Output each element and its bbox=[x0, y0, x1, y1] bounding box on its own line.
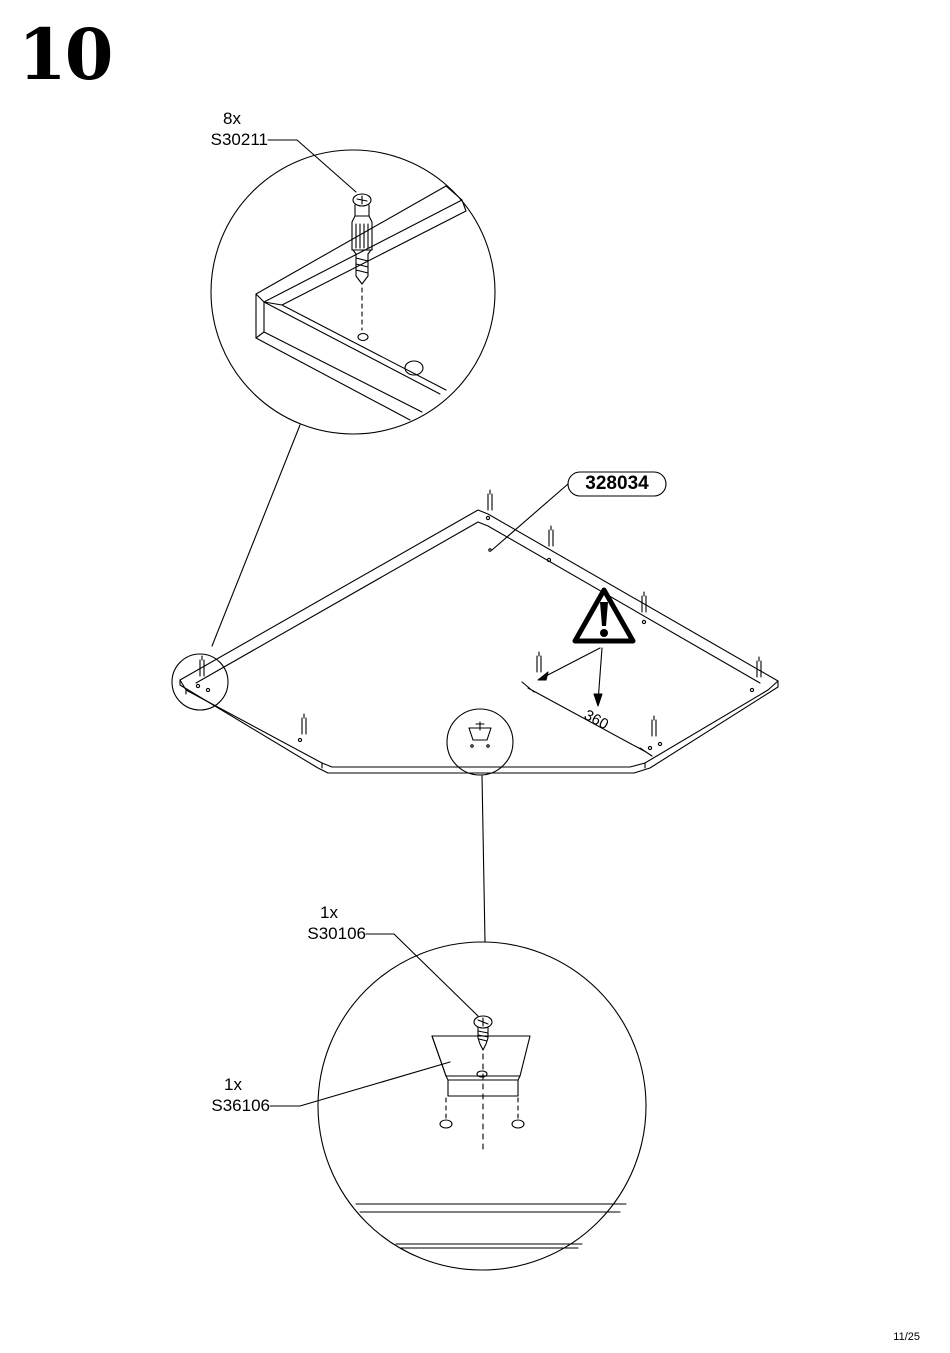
bottom-detail-circle bbox=[318, 942, 646, 1270]
bracket-callout: 1x S36106 bbox=[196, 1074, 270, 1116]
panel-holes bbox=[196, 516, 753, 749]
screw-icon bbox=[474, 1016, 492, 1050]
bracket-hole-left bbox=[440, 1120, 452, 1128]
top-detail-callout: 8x S30211 bbox=[196, 108, 268, 150]
panel-part-label: 328034 bbox=[569, 473, 665, 495]
bottom-detail-connector bbox=[482, 775, 485, 942]
bracket-hole-right bbox=[512, 1120, 524, 1128]
step-number: 10 bbox=[18, 20, 111, 90]
panel-inner-edge bbox=[196, 522, 760, 683]
top-detail-connector bbox=[212, 425, 300, 646]
bracket-small-icon bbox=[469, 722, 491, 747]
dowel-screw-icon bbox=[352, 194, 372, 284]
arrowhead-left bbox=[538, 672, 548, 680]
screw-quantity: 1x bbox=[292, 902, 366, 923]
top-detail-leader bbox=[268, 140, 356, 192]
corner-shelf-panel bbox=[172, 484, 778, 942]
top-detail-view bbox=[211, 140, 495, 646]
bracket-part-code: S36106 bbox=[196, 1095, 270, 1116]
bracket-quantity: 1x bbox=[196, 1074, 270, 1095]
dowel-quantity: 8x bbox=[196, 108, 268, 129]
bracket-leader bbox=[270, 1062, 450, 1106]
dowel-part-code: S30211 bbox=[196, 129, 268, 150]
panel-front-edge bbox=[180, 680, 778, 773]
dimension-text: 360 bbox=[581, 707, 611, 734]
panel-label-leader bbox=[492, 484, 568, 550]
bracket-hole-lines bbox=[446, 1098, 518, 1118]
warning-pointer-left bbox=[542, 648, 600, 678]
top-detail-circle bbox=[211, 150, 495, 434]
top-detail-panel-edge bbox=[256, 186, 466, 420]
screw-part-code: S30106 bbox=[292, 923, 366, 944]
warning-exclamation-icon bbox=[575, 590, 633, 641]
top-detail-hole bbox=[358, 334, 368, 341]
bracket-detail-marker bbox=[447, 709, 513, 775]
panel-dowels bbox=[200, 490, 761, 736]
page-number: 11/25 bbox=[893, 1331, 920, 1343]
screw-callout: 1x S30106 bbox=[292, 902, 366, 944]
bottom-detail-panel-edge bbox=[356, 1204, 626, 1248]
bottom-detail-view bbox=[270, 934, 646, 1270]
arrowhead-down bbox=[594, 694, 602, 706]
